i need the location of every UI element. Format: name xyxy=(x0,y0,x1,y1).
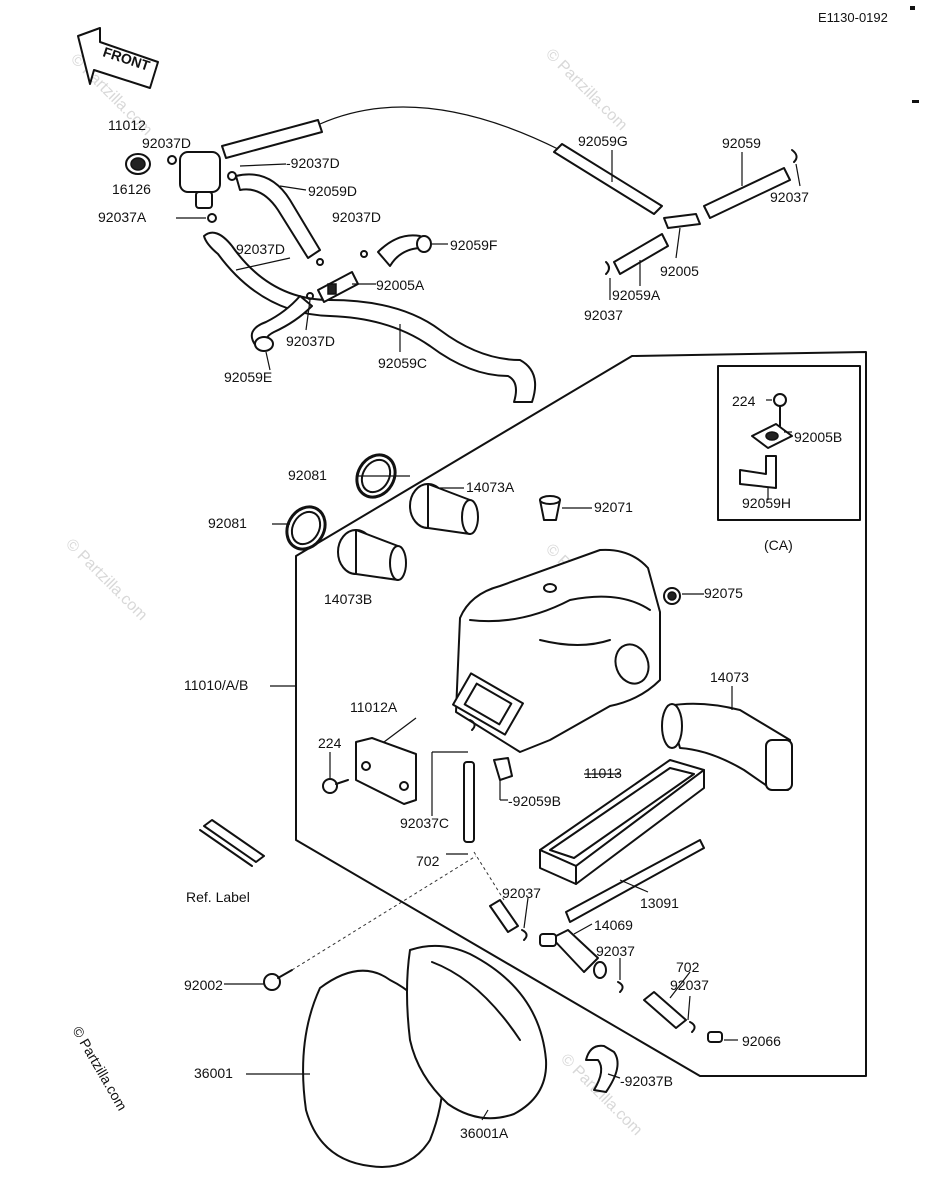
cover-36001A xyxy=(406,944,548,1120)
label-92037D-d: 92037D xyxy=(236,241,285,257)
label-702-b: 702 xyxy=(676,959,700,975)
label-92059D: 92059D xyxy=(308,183,357,199)
label-13091: 13091 xyxy=(640,895,679,911)
label-ca: (CA) xyxy=(764,537,793,553)
assembly-boundary xyxy=(295,351,867,1077)
label-92002: 92002 xyxy=(184,977,223,993)
label-224-inset: 224 xyxy=(732,393,756,409)
intake-duct-14073 xyxy=(661,702,793,791)
watermark-3: © Partzilla.com xyxy=(62,536,150,624)
corner-mark-2 xyxy=(912,100,919,103)
label-92037B: -92037B xyxy=(620,1073,673,1089)
tube-92059 xyxy=(703,167,791,219)
label-92059A: 92059A xyxy=(612,287,661,303)
label-11012: 11012 xyxy=(108,117,146,133)
label-14073B: 14073B xyxy=(324,591,372,607)
bolt-224 xyxy=(322,778,349,794)
corner-mark-1 xyxy=(910,6,915,10)
label-92066: 92066 xyxy=(742,1033,781,1049)
air-cleaner-housing xyxy=(452,548,661,753)
tube-702-b xyxy=(643,991,687,1029)
label-92037D-b: -92037D xyxy=(286,155,340,171)
label-14073A: 14073A xyxy=(466,479,515,495)
clamp-92037B xyxy=(585,1044,619,1093)
label-11010: 11010/A/B xyxy=(184,677,248,693)
label-92081-a: 92081 xyxy=(288,467,327,483)
label-92037D-e: 92037D xyxy=(286,333,335,349)
ref-label-text: Ref. Label xyxy=(186,889,250,905)
vent-tube-right xyxy=(553,143,798,275)
label-92081-b: 92081 xyxy=(208,515,247,531)
label-92037C: 92037C xyxy=(400,815,449,831)
bolt-92002 xyxy=(263,969,293,991)
diagram-code: E1130-0192 xyxy=(818,10,888,25)
label-92059H: 92059H xyxy=(742,495,791,511)
fitting-92005 xyxy=(663,213,701,229)
ref-label-plate xyxy=(203,819,265,863)
cover-plate-11012A xyxy=(355,737,417,805)
label-92059C: 92059C xyxy=(378,355,427,371)
dashed-leader-bolt xyxy=(291,855,477,971)
boot-14073A xyxy=(409,483,479,535)
label-14073: 14073 xyxy=(710,669,749,685)
label-92037D-c: 92037D xyxy=(332,209,381,225)
label-92037-tr: 92037 xyxy=(770,189,809,205)
tube-92059G xyxy=(553,143,663,215)
label-92005A: 92005A xyxy=(376,277,425,293)
label-92059E: 92059E xyxy=(224,369,272,385)
label-92075: 92075 xyxy=(704,585,743,601)
tube-short xyxy=(489,899,519,933)
filter-11013 xyxy=(539,759,705,885)
label-92005: 92005 xyxy=(660,263,699,279)
elbow-92059B xyxy=(493,757,513,781)
ring-92081-b xyxy=(285,505,327,551)
hose-92059D xyxy=(235,173,321,259)
label-92037-b: 92037 xyxy=(502,885,541,901)
vent-hose-assembly xyxy=(125,106,561,403)
seal-13091 xyxy=(565,839,705,923)
valve-16126 xyxy=(179,151,221,193)
fitting-92005A xyxy=(317,271,359,303)
tube-702-a xyxy=(463,761,475,843)
label-11012A: 11012A xyxy=(350,699,398,715)
label-14069: 14069 xyxy=(594,917,633,933)
label-92037-d: 92037 xyxy=(670,977,709,993)
label-92037D-a: 92037D xyxy=(142,135,191,151)
tube-top xyxy=(221,119,323,159)
label-92005B: 92005B xyxy=(794,429,842,445)
clip-92037C xyxy=(469,719,476,731)
label-702-a: 702 xyxy=(416,853,440,869)
ring-92081-a xyxy=(355,453,397,499)
front-arrow: FRONT xyxy=(77,27,159,89)
cap-92066 xyxy=(707,1031,723,1043)
hose-92059H xyxy=(739,455,777,489)
label-92059: 92059 xyxy=(722,135,761,151)
label-92037-mid: 92037 xyxy=(584,307,623,323)
watermark-2: © Partzilla.com xyxy=(542,46,630,134)
label-224: 224 xyxy=(318,735,342,751)
label-11013: 11013 xyxy=(584,765,622,781)
label-92071: 92071 xyxy=(594,499,633,515)
label-16126: 16126 xyxy=(112,181,151,197)
part-labels: 11012 92037D -92037D 16126 92059D 92037A… xyxy=(98,117,842,1141)
label-92037A: 92037A xyxy=(98,209,147,225)
label-36001: 36001 xyxy=(194,1065,233,1081)
check-valve-14069 xyxy=(539,929,607,979)
leader-lines xyxy=(176,150,801,1121)
label-92059F: 92059F xyxy=(450,237,497,253)
label-36001A: 36001A xyxy=(460,1125,509,1141)
dashed-connector-curve xyxy=(319,106,561,151)
label-92059G: 92059G xyxy=(578,133,628,149)
boot-14073B xyxy=(337,529,407,581)
inset-box xyxy=(717,365,861,521)
copyright-vertical: © Partzilla.com xyxy=(69,1024,130,1114)
label-92037-c: 92037 xyxy=(596,943,635,959)
label-92059B: -92059B xyxy=(508,793,561,809)
inset-ca xyxy=(717,365,861,521)
tube-92059A xyxy=(613,233,669,275)
